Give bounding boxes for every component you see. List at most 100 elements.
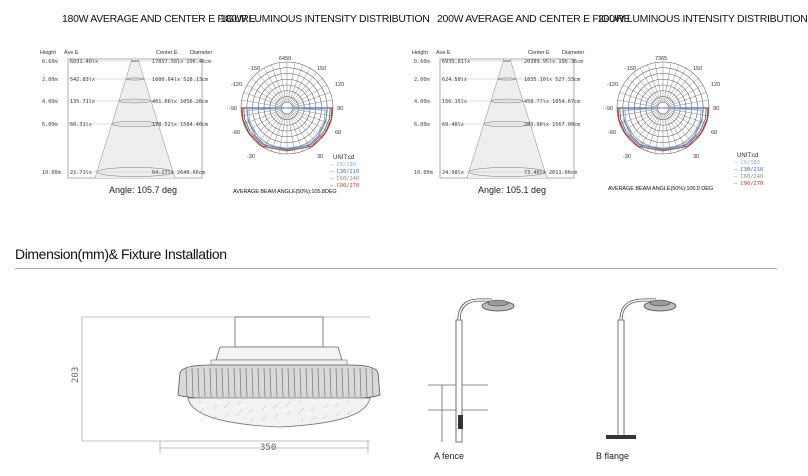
polar-spoke xyxy=(654,62,663,103)
fin xyxy=(197,367,200,398)
polar-angle-label: -60 xyxy=(608,130,616,136)
spot-ellipse xyxy=(503,59,511,63)
row-ave: 21.71lx xyxy=(70,170,92,176)
fin xyxy=(317,367,320,398)
lens-dot xyxy=(200,410,202,412)
row-center-dia: 73.40lx 2611.66cm xyxy=(524,170,577,176)
luminaire-top xyxy=(649,299,671,307)
spot-ellipse xyxy=(131,59,139,63)
spot-ellipse xyxy=(96,167,174,177)
lens-dot xyxy=(289,411,291,413)
spot-ellipse xyxy=(468,167,546,177)
polar-spoke xyxy=(663,62,672,103)
distribution-curve xyxy=(622,107,704,151)
row-ave: 69.40lx xyxy=(442,122,464,128)
legend-200w: — C0/180 — C30/210 — C60/240 — C90/270 xyxy=(734,160,763,188)
polar-spoke xyxy=(639,68,661,103)
polar-spoke xyxy=(243,92,282,107)
lens-dot xyxy=(350,420,352,422)
fin xyxy=(281,367,284,398)
fin xyxy=(239,367,242,398)
header-center: Center E xyxy=(156,50,178,56)
polar-spoke xyxy=(251,111,283,138)
legend-item: — C90/270 xyxy=(330,183,359,190)
row-height: 4.00m xyxy=(42,99,58,105)
legend-item: — C0/180 xyxy=(330,162,359,169)
fin xyxy=(311,367,314,398)
lens-dot xyxy=(228,402,230,404)
polar-angle-label: -120 xyxy=(231,82,242,88)
pole-arm-inner xyxy=(620,299,656,321)
lens-dot xyxy=(302,408,304,410)
lens-dot xyxy=(337,403,339,405)
lens-dot xyxy=(314,416,316,418)
polar-spoke xyxy=(288,113,303,152)
row-height: 6.00m xyxy=(414,122,430,128)
polar-angle-label: 120 xyxy=(335,82,344,88)
polar-angle-label: 120 xyxy=(711,82,720,88)
polar-spoke xyxy=(633,112,660,144)
polar-spoke xyxy=(271,64,286,103)
lens-dot xyxy=(237,403,239,405)
polar-spoke xyxy=(664,64,679,103)
distribution-curve xyxy=(624,107,702,149)
lens-dot xyxy=(252,418,254,420)
lens-dot xyxy=(225,415,227,417)
polar-angle-label: 60 xyxy=(711,130,717,136)
row-center-dia: 203.90lx 1567.00cm xyxy=(524,122,580,128)
title-200w-lum: 200W LUMINOUS INTENSITY DISTRIBUTION xyxy=(598,13,808,25)
legend-180w: — C0/180 — C30/210 — C60/240 — C90/270 xyxy=(330,162,359,190)
lens-dot xyxy=(202,408,204,410)
polar-spoke xyxy=(639,113,661,148)
lens-dot xyxy=(227,413,229,415)
fin xyxy=(353,367,356,398)
spot-ellipse xyxy=(497,77,517,81)
fixture-dimension-drawing xyxy=(81,316,381,453)
polar-spoke xyxy=(257,72,284,104)
lens-dot xyxy=(326,404,328,406)
lens-dot xyxy=(251,409,253,411)
header-center: Center E xyxy=(528,50,550,56)
distribution-curve xyxy=(248,107,326,149)
lens-dot xyxy=(199,401,201,403)
polar-spoke xyxy=(241,108,282,117)
spot-ellipse xyxy=(490,98,524,104)
row-center-dia: 458.77lx 1054.67cm xyxy=(524,99,580,105)
polar-spoke xyxy=(289,113,311,148)
spot-ellipse xyxy=(483,120,531,128)
legend-label: C30/210 xyxy=(336,169,360,175)
mounting-neck xyxy=(215,346,343,361)
row-height: 10.00m xyxy=(414,170,433,176)
lens-dot xyxy=(336,414,338,416)
polar-spoke xyxy=(617,108,658,117)
unit-label-200w: UNIT:cd xyxy=(737,153,759,159)
fin xyxy=(275,367,278,398)
beam-angle-180w: Angle: 105.7 deg xyxy=(109,185,178,195)
lens-dot xyxy=(338,412,340,414)
lens-dot xyxy=(226,404,228,406)
lens-dot xyxy=(273,407,275,409)
polar-angle-label: -30 xyxy=(623,154,631,160)
polar-angle-label: -90 xyxy=(229,106,237,112)
width-dimension-label: 350 xyxy=(260,443,277,453)
lens-dot xyxy=(262,408,264,410)
fin xyxy=(215,367,218,398)
polar-spoke xyxy=(633,72,660,104)
polar-angle-label: 60 xyxy=(335,130,341,136)
polar-spoke xyxy=(667,111,699,138)
lens-dot xyxy=(275,405,277,407)
row-center-dia: 1835.10lx 527.33cm xyxy=(524,77,580,83)
polar-spoke xyxy=(247,84,282,106)
fin xyxy=(233,367,236,398)
light-cone xyxy=(467,59,547,178)
lens-dot xyxy=(212,418,214,420)
lens-dot xyxy=(263,417,265,419)
spot-ellipse xyxy=(111,120,159,128)
polar-spoke xyxy=(666,112,693,144)
pole-arm-inner xyxy=(458,299,492,321)
polar-spoke xyxy=(271,113,286,152)
lens-dot xyxy=(213,407,215,409)
lens-dot xyxy=(288,402,290,404)
